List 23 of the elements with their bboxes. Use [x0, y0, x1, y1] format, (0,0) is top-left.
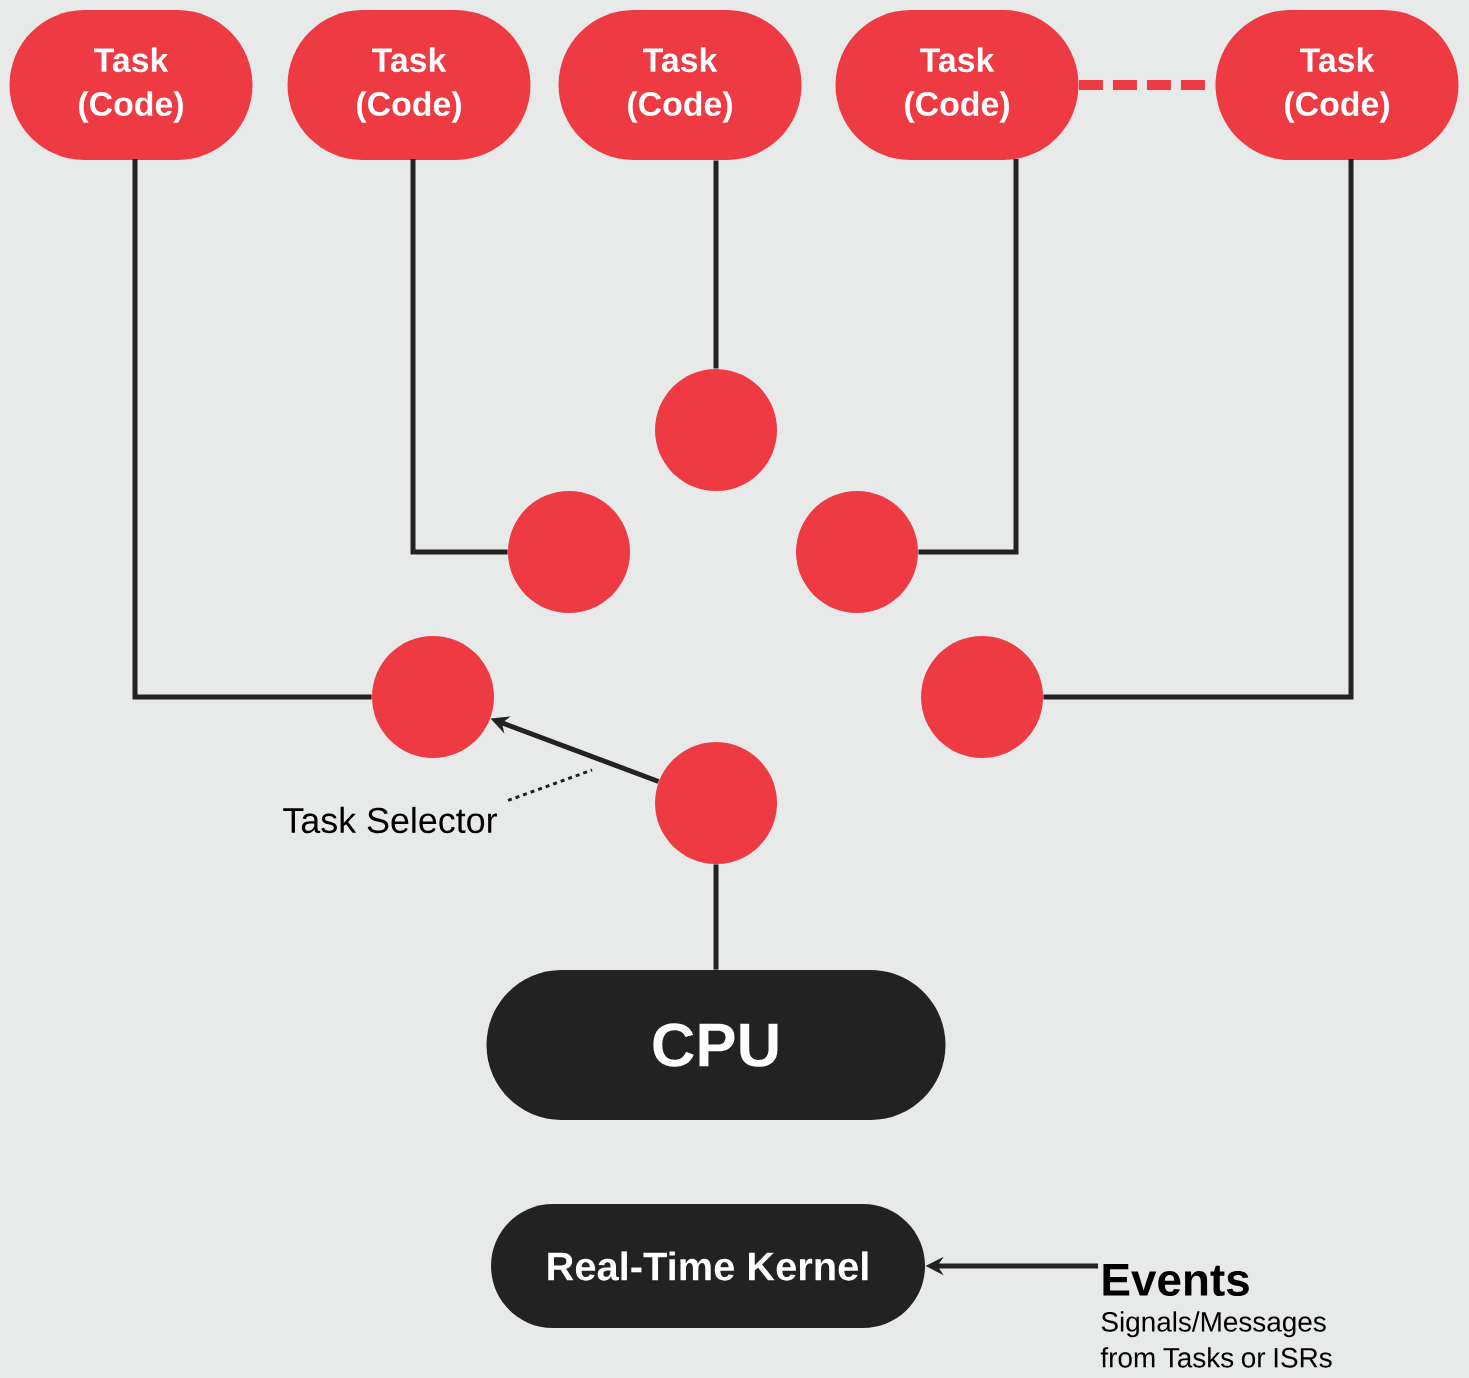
connector-line [132, 159, 372, 700]
selector-circle [655, 742, 777, 864]
task-pill: Task (Code) [287, 10, 531, 160]
connector-line [713, 864, 719, 970]
task-pill: Task (Code) [835, 10, 1079, 160]
task-pill: Task (Code) [9, 10, 253, 160]
task-pill: Task (Code) [558, 10, 802, 160]
events-heading: Events [1103, 1264, 1249, 1297]
events-note: Signals/Messages from Tasks or ISRs [1100, 1311, 1332, 1368]
task-selector-label: Task Selector [283, 806, 497, 834]
cpu-box: CPU [486, 970, 946, 1120]
connector-line [410, 159, 508, 555]
leader-line [507, 768, 593, 802]
connector-line [1043, 159, 1354, 700]
selector-circle [655, 369, 777, 491]
selector-circle [921, 636, 1043, 758]
kernel-box: Real-Time Kernel [491, 1204, 925, 1328]
selector-circle [796, 491, 918, 613]
selector-circle [372, 636, 494, 758]
selector-circle [508, 491, 630, 613]
connector-line [918, 159, 1019, 555]
connector-line [713, 160, 719, 369]
task-pill: Task (Code) [1215, 10, 1459, 160]
